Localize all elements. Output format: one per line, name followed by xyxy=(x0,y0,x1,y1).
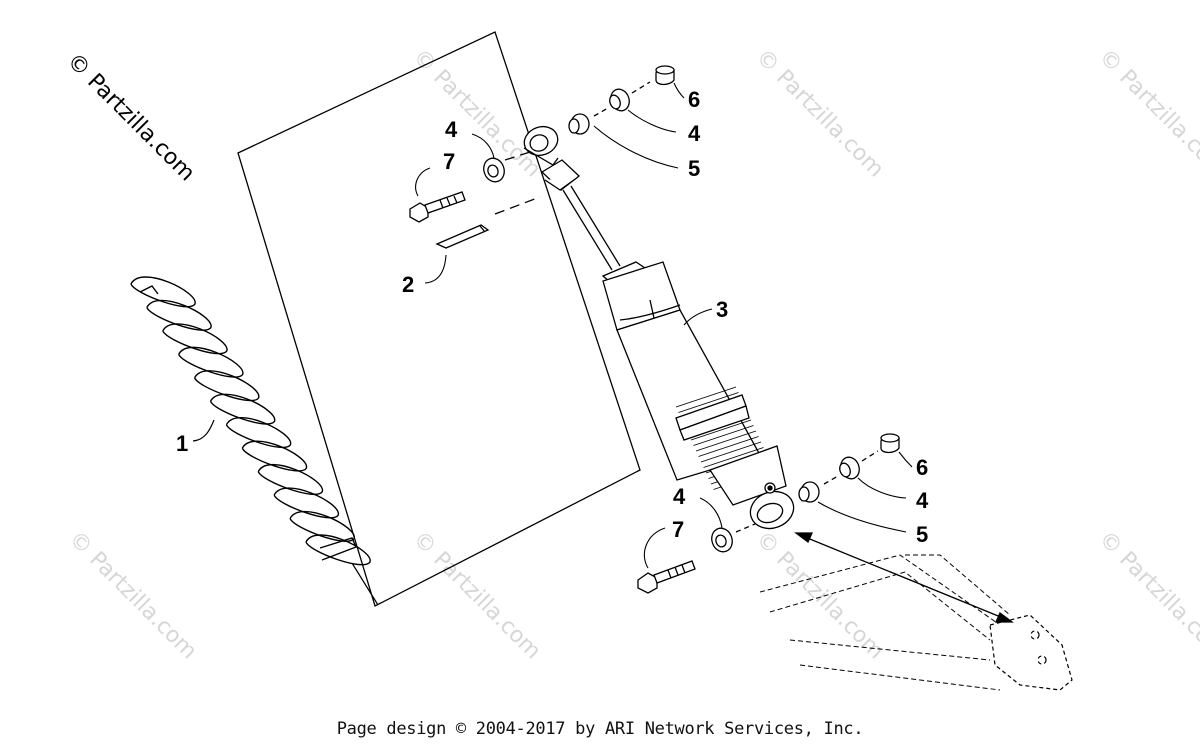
spring-group-box xyxy=(237,31,641,607)
callout-4: 4 xyxy=(445,117,458,142)
spring-coil xyxy=(273,487,339,519)
watermark-faded: © Partzilla.com xyxy=(408,45,546,183)
spring-tail-line xyxy=(351,562,379,606)
spring-coil xyxy=(146,299,212,331)
watermark-faded: © Partzilla.com xyxy=(751,45,889,183)
watermark-faded: © Partzilla.com xyxy=(1094,45,1200,183)
shock-thread xyxy=(703,447,764,468)
spring-coil xyxy=(178,346,244,378)
callout-6: 6 xyxy=(688,87,700,112)
callout-4: 4 xyxy=(916,488,929,513)
shock-thread xyxy=(690,419,752,441)
spring-coil xyxy=(162,323,228,355)
shock-thread xyxy=(678,392,739,413)
shock-thread xyxy=(698,436,759,457)
callout-1: 1 xyxy=(176,431,188,456)
callout-4: 4 xyxy=(673,484,686,509)
bottom-hardware xyxy=(637,433,900,594)
callout-5: 5 xyxy=(688,156,700,181)
top-hardware xyxy=(409,65,675,249)
callout-labels: 1 2 3 4 7 6 4 5 4 7 6 4 5 xyxy=(176,87,929,547)
spring-coil xyxy=(257,464,323,495)
spring-coil xyxy=(305,534,371,566)
leader-1 xyxy=(192,419,215,442)
shock-absorber xyxy=(523,125,795,530)
callout-5: 5 xyxy=(916,522,928,547)
spring-coil xyxy=(193,370,260,402)
a-arm-reference xyxy=(759,554,1011,691)
spring-coil xyxy=(225,417,292,449)
spring-end xyxy=(139,285,357,561)
shock-thread xyxy=(675,386,737,408)
watermark-faded: © Partzilla.com xyxy=(1094,527,1200,665)
page-footer: Page design © 2004-2017 by ARI Network S… xyxy=(336,719,864,739)
spring-coil xyxy=(209,393,276,425)
shock-thread xyxy=(693,425,754,446)
shock-thread xyxy=(695,430,757,452)
spring-coil xyxy=(130,276,196,308)
callout-6: 6 xyxy=(916,455,928,480)
mounting-arrow xyxy=(794,532,1014,623)
watermark-faded: © Partzilla.com xyxy=(408,527,546,665)
a-arm-knuckle xyxy=(989,614,1073,691)
shock-thread xyxy=(700,441,762,463)
coil-spring xyxy=(130,276,371,566)
callout-2: 2 xyxy=(402,272,414,297)
callout-4: 4 xyxy=(688,121,701,146)
callout-7: 7 xyxy=(672,517,684,542)
watermark-faded: © Partzilla.com xyxy=(751,527,889,665)
callout-7: 7 xyxy=(443,149,455,174)
watermark-faded: © Partzilla.com xyxy=(64,527,202,665)
watermark-main: © Partzilla.com xyxy=(62,49,200,187)
leader-lines xyxy=(415,82,913,569)
callout-3: 3 xyxy=(716,297,728,322)
spring-coil xyxy=(241,440,308,472)
spring-coil xyxy=(289,511,355,542)
